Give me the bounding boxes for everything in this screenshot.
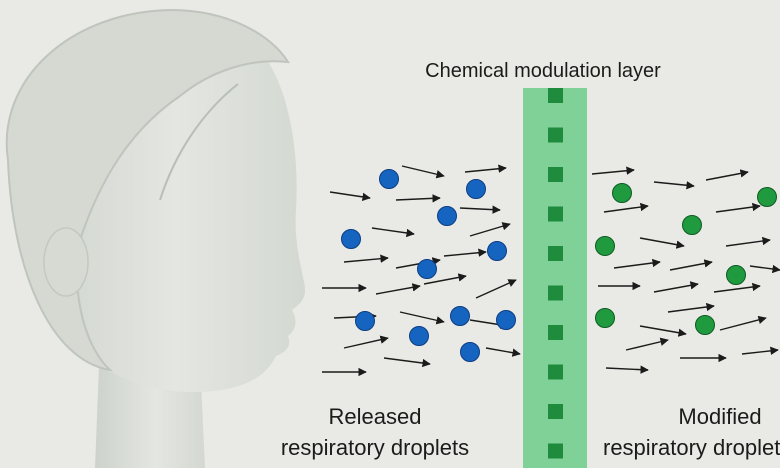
flow-arrow	[343, 335, 389, 349]
blue-circle-icon	[409, 326, 429, 346]
flow-arrow	[625, 337, 669, 351]
blue-circle-icon	[466, 179, 486, 199]
flow-arrow	[375, 283, 421, 295]
modified-label-line-1: Modified	[678, 404, 761, 429]
released-label-line-1: Released	[329, 404, 422, 429]
flow-arrow	[705, 169, 749, 181]
green-circle-icon	[595, 236, 615, 256]
flow-arrow	[653, 181, 695, 190]
flow-arrow	[715, 202, 761, 213]
blue-circle-icon	[341, 229, 361, 249]
flow-arrow	[401, 165, 445, 179]
layer-square	[548, 325, 563, 340]
flow-arrow	[713, 282, 761, 293]
blue-circle-icon	[379, 169, 399, 189]
flow-arrow	[343, 254, 389, 263]
blue-circle-icon	[460, 342, 480, 362]
green-circle-icon	[612, 183, 632, 203]
modified-label-line-2: respiratory droplets	[603, 435, 780, 460]
layer-square	[548, 364, 563, 380]
flow-arrow	[749, 264, 780, 274]
green-circle-icon	[726, 265, 746, 285]
flow-arrow	[383, 357, 431, 368]
mannequin-head-icon	[5, 8, 306, 468]
blue-circle-icon	[487, 241, 507, 261]
layer-square	[548, 167, 563, 182]
flow-arrow	[605, 365, 649, 374]
modified-flow-arrows	[591, 166, 780, 374]
flow-arrow	[371, 227, 415, 238]
layer-square	[548, 404, 563, 419]
blue-circle-icon	[496, 310, 516, 330]
green-circle-icon	[595, 308, 615, 328]
green-circle-icon	[757, 187, 777, 207]
blue-circle-icon	[355, 311, 375, 331]
layer-square	[548, 206, 563, 222]
flow-arrow	[399, 311, 445, 325]
chemical-modulation-layer	[523, 88, 587, 468]
modified-droplets	[595, 183, 777, 335]
flow-arrow	[725, 236, 771, 247]
flow-arrow	[613, 258, 661, 269]
layer-square	[548, 246, 563, 261]
blue-circle-icon	[417, 259, 437, 279]
layer-square	[548, 88, 563, 103]
flow-arrow	[719, 315, 767, 331]
mannequin-hair-part	[159, 83, 239, 201]
flow-arrow	[464, 164, 507, 173]
flow-arrow	[591, 166, 635, 175]
blue-circle-icon	[450, 306, 470, 326]
flow-arrow	[395, 194, 441, 203]
mannequin-ear	[43, 227, 89, 297]
flow-arrow	[443, 248, 487, 257]
flow-arrow	[741, 346, 779, 356]
flow-arrow	[639, 325, 687, 337]
released-label-line-2: respiratory droplets	[281, 435, 469, 460]
flow-arrow	[639, 237, 685, 249]
flow-arrow	[423, 273, 467, 285]
flow-arrow	[653, 281, 699, 293]
layer-square	[548, 285, 563, 301]
flow-arrow	[329, 191, 371, 202]
flow-arrow	[459, 205, 501, 214]
flow-arrow	[469, 222, 511, 237]
green-circle-icon	[695, 315, 715, 335]
flow-arrow	[669, 259, 713, 271]
flow-arrow	[667, 302, 715, 313]
flow-arrow	[485, 347, 521, 357]
released-droplets	[341, 169, 516, 362]
flow-arrow	[603, 202, 649, 213]
layer-square	[548, 127, 563, 143]
blue-circle-icon	[437, 206, 457, 226]
layer-title: Chemical modulation layer	[425, 60, 661, 82]
green-circle-icon	[682, 215, 702, 235]
flow-arrow	[475, 279, 517, 299]
layer-square	[548, 443, 563, 459]
